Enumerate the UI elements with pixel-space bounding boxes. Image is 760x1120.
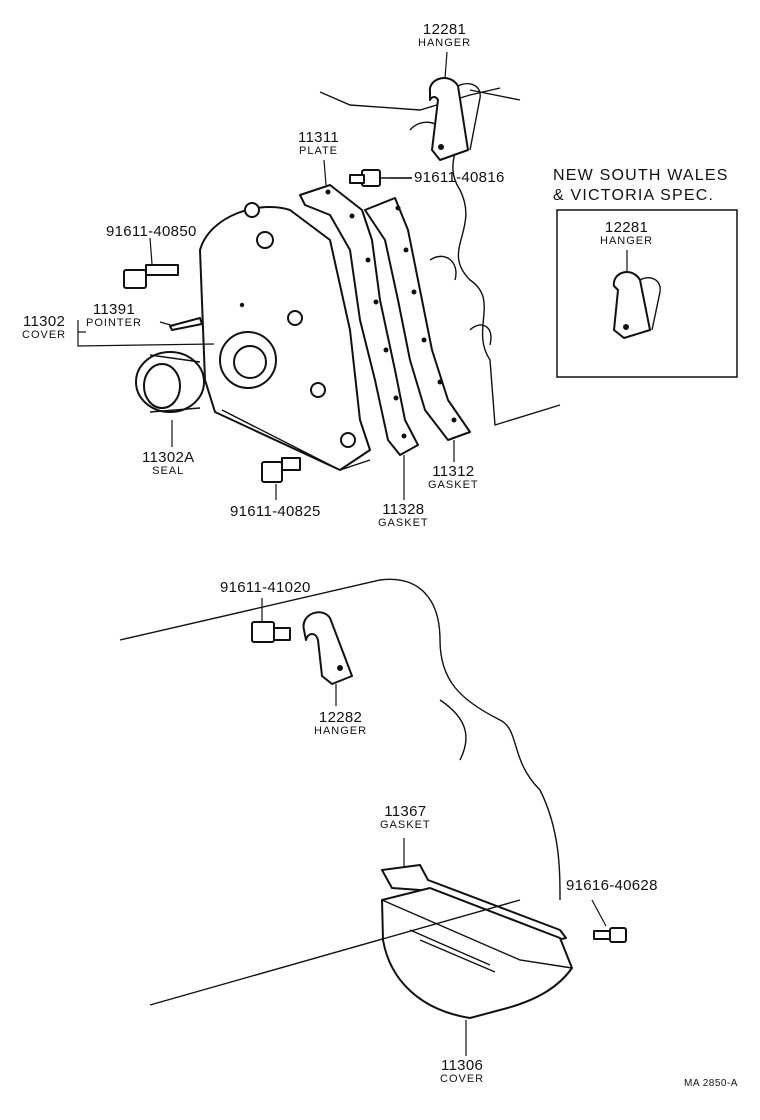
label-91611-40850: 91611-40850 [106,224,197,239]
part-number: 91611-40816 [414,169,505,186]
inset-title-line2: & VICTORIA SPEC. [553,187,715,204]
inset-title-line1: NEW SOUTH WALES [553,167,729,184]
part-name: SEAL [152,465,185,477]
part-number: 11391 [92,301,135,318]
part-name: GASKET [428,479,479,491]
label-11302: 11302 COVER [22,314,66,341]
part-name: GASKET [380,819,431,831]
label-12282: 12282 HANGER [314,710,367,737]
label-inset-12281: 12281 HANGER [600,220,653,247]
part-name: COVER [440,1073,485,1085]
hanger-12281 [428,77,521,161]
label-12281: 12281 HANGER [418,22,471,49]
part-name: HANGER [418,37,472,49]
part-number: 11328 [382,501,425,518]
timing-cover-11302 [199,202,371,471]
bolt-91611-40850 [123,264,179,289]
gasket-11328 [299,184,419,456]
part-number: 11311 [298,129,339,146]
part-number: 12281 [604,219,649,236]
label-11311: 11311 PLATE [298,130,339,157]
pointer-11391 [169,317,203,331]
part-number: 12282 [318,709,363,726]
part-name: GASKET [378,517,429,529]
label-91611-40825: 91611-40825 [230,504,321,519]
label-11302A: 11302A SEAL [142,450,194,477]
gasket-11312 [364,197,471,441]
part-name: POINTER [86,317,142,329]
part-name: HANGER [314,725,368,737]
bolt-91611-40825 [261,457,301,483]
label-91611-40816: 91611-40816 [414,170,505,185]
part-name: PLATE [298,145,339,157]
part-number: 11302 [23,313,66,330]
part-number: 91611-40825 [230,503,321,520]
part-number: 12281 [422,21,467,38]
bolt-91616-40628 [593,927,627,943]
leader-lines-lower [261,598,607,1056]
bolt-91611-41020 [251,621,291,643]
engine-block-outline-lower [119,578,561,901]
part-number: 91611-40850 [106,223,197,240]
leader-lines-upper [77,51,455,500]
label-11367: 11367 GASKET [380,804,431,831]
part-name: HANGER [600,235,654,247]
label-11328: 11328 GASKET [378,502,429,529]
part-number: 11367 [384,803,427,820]
drawing-code: MA 2850-A [684,1078,738,1089]
label-91616-40628: 91616-40628 [566,878,658,893]
label-11312: 11312 GASKET [428,464,479,491]
label-91611-41020: 91611-41020 [220,580,311,595]
part-number: 91611-41020 [220,579,311,596]
seal-11302A [135,351,205,413]
label-11306: 11306 COVER [440,1058,484,1085]
part-number: 11312 [432,463,475,480]
part-number: 11302A [142,449,195,466]
inset-box [556,209,738,378]
hanger-12282 [302,611,353,685]
part-number: 11306 [441,1057,484,1074]
cover-11306 [149,887,573,1019]
part-number: 91616-40628 [566,877,658,894]
label-11391: 11391 POINTER [86,302,142,329]
part-name: COVER [22,329,67,341]
